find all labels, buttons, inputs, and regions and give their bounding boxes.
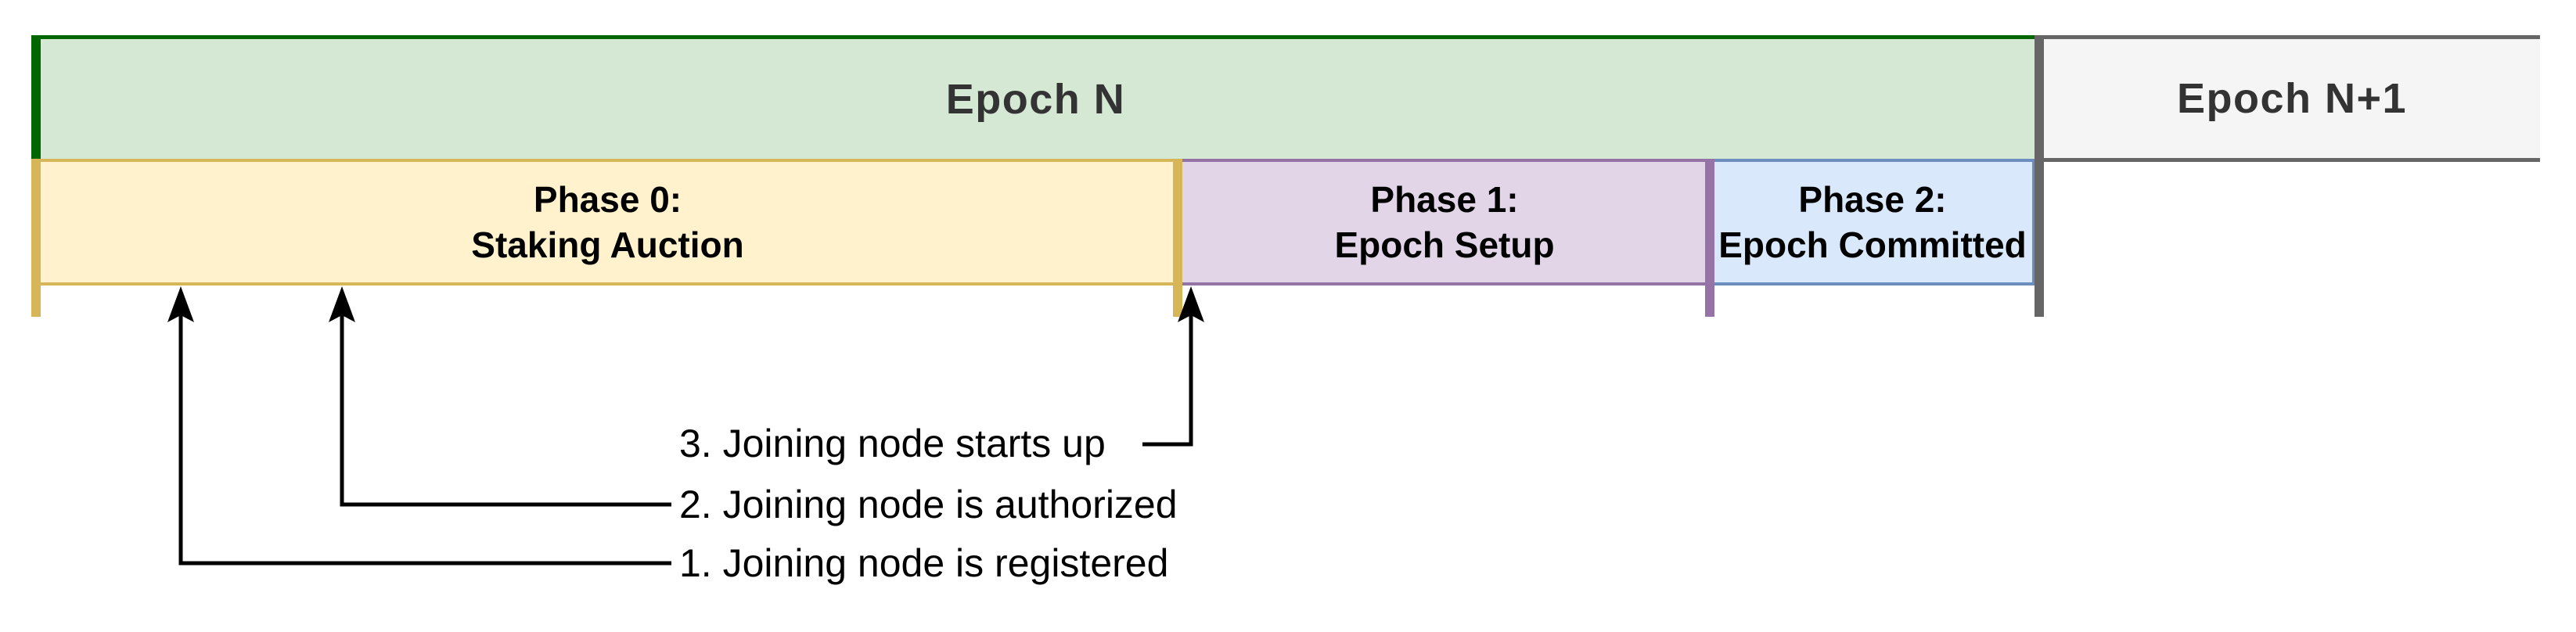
phase-1-title: Phase 1: [1370,179,1519,220]
event-label-node-registered: 1. Joining node is registered [679,541,1169,585]
event-label-node-starts-up: 3. Joining node starts up [679,422,1106,465]
phase-0-end-marker [1173,159,1182,317]
phase-1-subtitle: Epoch Setup [1334,224,1555,265]
event-3-arrow [1142,286,1204,447]
phase-1-end-marker [1705,159,1714,317]
phase-0-start-marker [31,159,41,317]
epoch-n-plus-1-band: Epoch N+1 [2044,35,2540,162]
epoch-boundary-divider [2035,35,2044,317]
phase-1-epoch-setup-box: Phase 1: Epoch Setup [1179,159,1710,285]
phase-0-staking-auction-box: Phase 0: Staking Auction [36,159,1179,285]
event-2-arrow [329,286,671,507]
event-1-arrow [167,286,671,566]
phase-2-title: Phase 2: [1798,179,1947,220]
phase-0-subtitle: Staking Auction [471,224,744,265]
epoch-n-plus-1-label: Epoch N+1 [2176,75,2408,122]
epoch-n-band: Epoch N [36,35,2035,159]
phase-0-title: Phase 0: [533,179,682,220]
event-label-node-authorized: 2. Joining node is authorized [679,483,1178,526]
epoch-n-label: Epoch N [945,75,1126,123]
phase-2-subtitle: Epoch Committed [1718,224,2027,265]
epoch-n-start-marker [31,35,41,159]
